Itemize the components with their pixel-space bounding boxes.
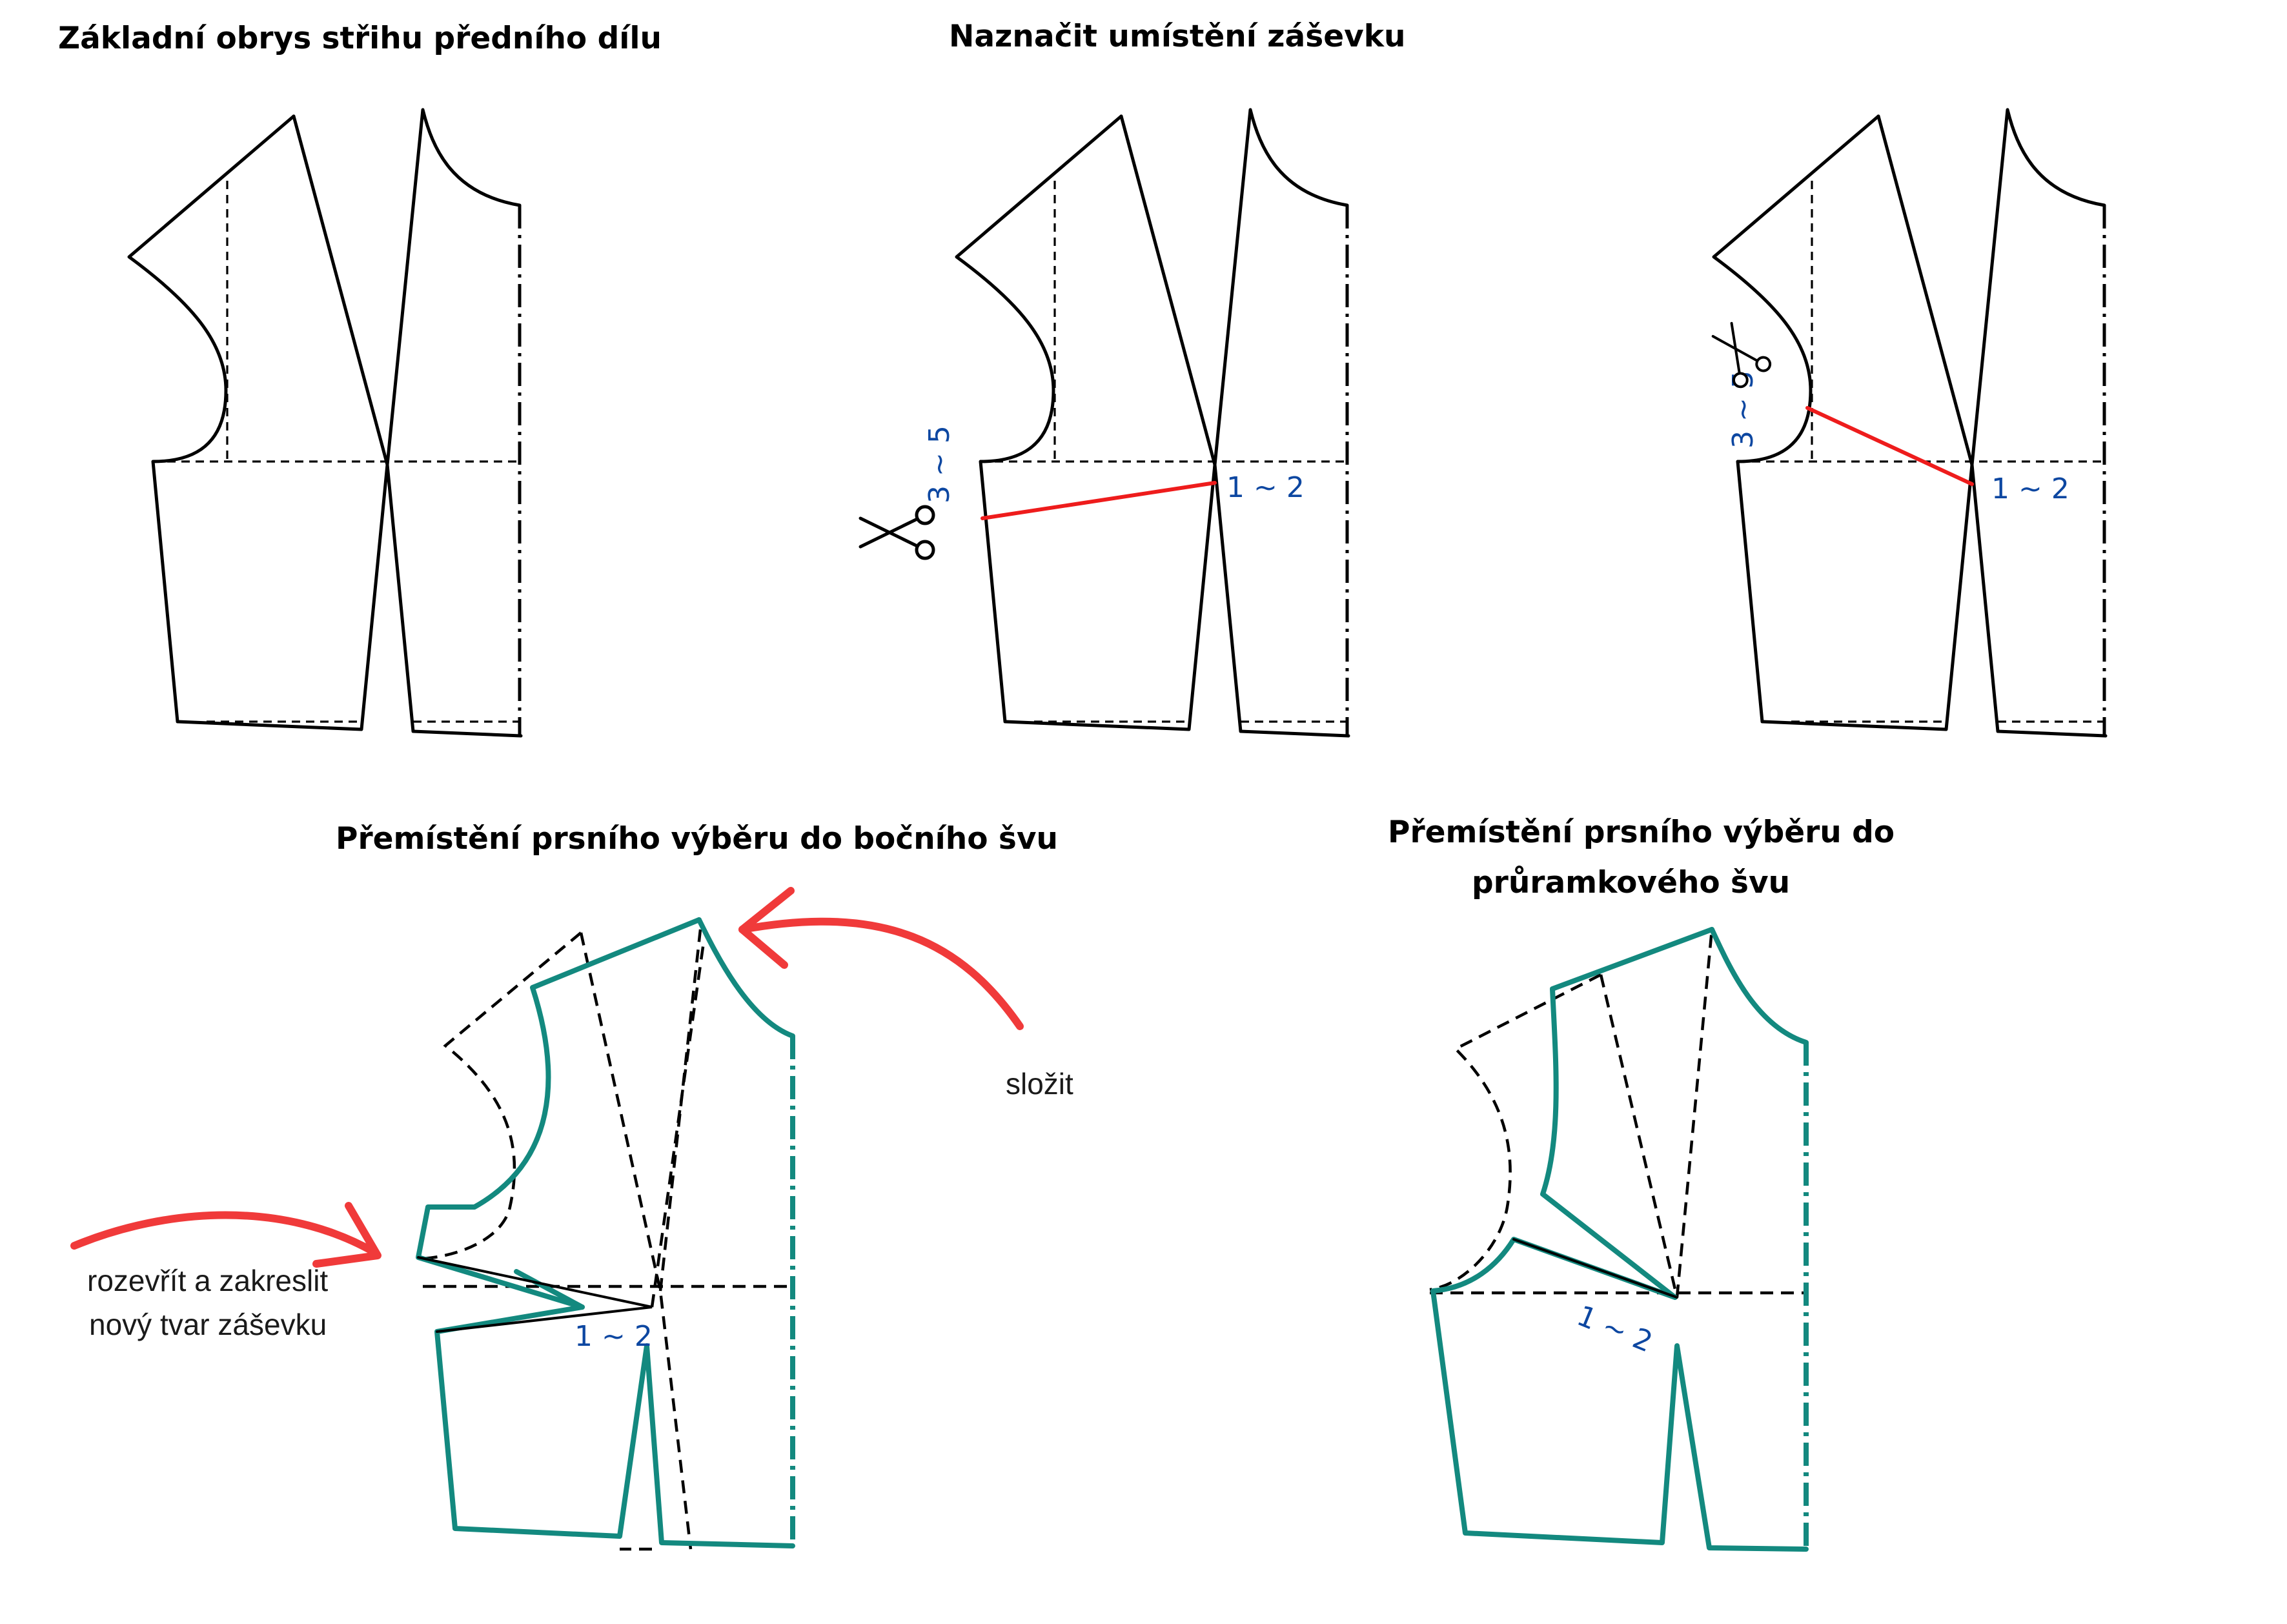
bodice-outline — [1714, 110, 2106, 736]
curved-arrow-icon — [738, 917, 1024, 1030]
panel5-title-line1: Přemístění prsního výběru do — [1388, 815, 1895, 850]
original-dart-dashed — [658, 929, 702, 1292]
open-note-line1: rozevřít a zakreslit — [87, 1264, 328, 1297]
panel1-title: Základní obrys střihu předního dílu — [58, 21, 662, 56]
panel-armhole-seam-dart: Přemístění prsního výběru do průramkovéh… — [1388, 815, 1895, 1552]
bodice-outline — [129, 110, 521, 736]
scissors-icon — [860, 507, 933, 558]
panel4-title: Přemístění prsního výběru do bočního švu — [336, 821, 1058, 857]
new-outline — [1430, 927, 1809, 1552]
measure-center-label: 1 ~ 2 — [1226, 471, 1305, 504]
panel5-title-line2: průramkového švu — [1472, 865, 1790, 900]
neckline — [1709, 927, 1809, 1045]
panel-mark-armhole-dart: 3 ~ 5 1 ~ 2 — [1705, 110, 2106, 736]
scissors-icon — [1705, 318, 1773, 390]
dart-cut-line — [981, 481, 1217, 520]
curved-arrow-icon — [70, 1211, 378, 1256]
new-outline — [416, 917, 795, 1548]
original-dart-dashed — [579, 932, 693, 1550]
dart-cut-line — [1805, 406, 1974, 486]
measure-label: 1 ~ 2 — [574, 1320, 653, 1353]
new-dart-legs — [1512, 1238, 1678, 1299]
panel-basic-outline: Základní obrys střihu předního dílu — [58, 21, 662, 736]
original-outline-dashed — [422, 931, 582, 1261]
panel2-title: Naznačit umístění záševku — [949, 19, 1405, 54]
open-note-line2: nový tvar záševku — [89, 1308, 327, 1341]
measure-side-label: 3 ~ 5 — [923, 425, 956, 503]
measure-label: 1 ~ 2 — [1572, 1299, 1657, 1359]
panel-mark-dart: Naznačit umístění záševku 3 ~ 5 1 ~ 2 — [860, 19, 1405, 736]
original-dart-dashed — [1599, 974, 1679, 1298]
fold-note: složit — [1006, 1067, 1073, 1101]
panel-side-seam-dart: Přemístění prsního výběru do bočního švu… — [70, 821, 1073, 1551]
measure-center-label: 1 ~ 2 — [1991, 472, 2069, 505]
neckline — [696, 917, 795, 1039]
original-outline-dashed — [1429, 973, 1602, 1292]
bodice-outline — [957, 110, 1348, 736]
